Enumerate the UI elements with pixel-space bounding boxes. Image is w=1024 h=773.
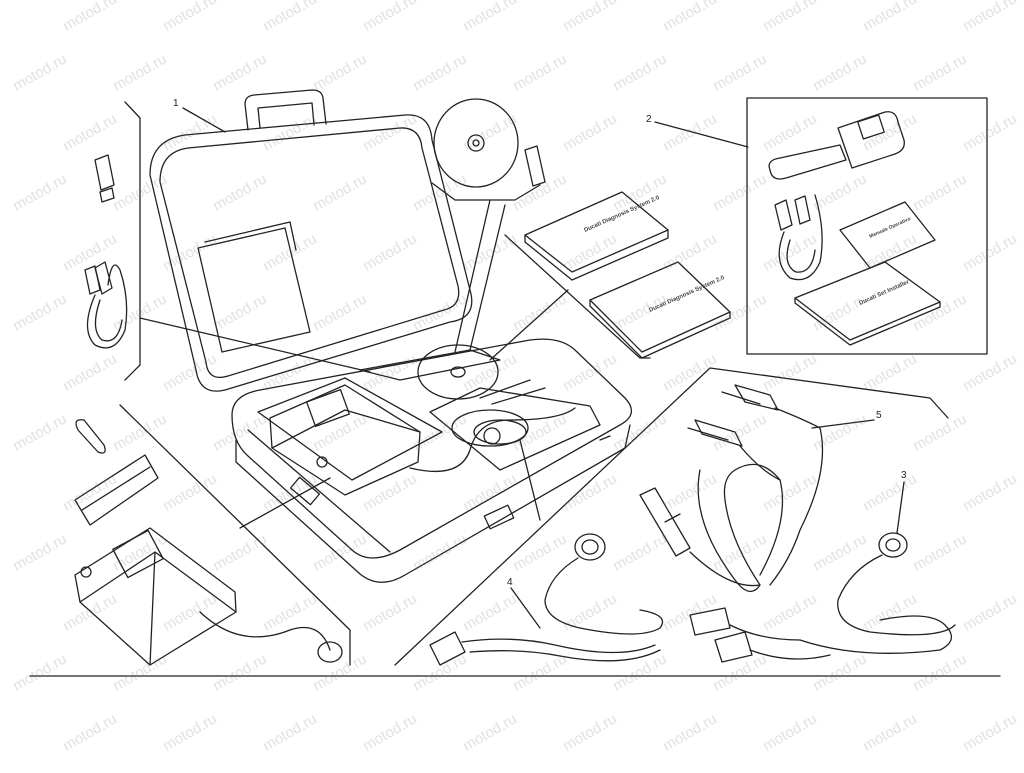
leader-callout-2 xyxy=(654,121,749,148)
leader-cd-2 xyxy=(469,204,506,351)
lower-right-group-bracket xyxy=(394,367,949,666)
callout-2: 2 xyxy=(646,114,652,125)
usb-stick xyxy=(94,154,115,203)
leader-usb-stick xyxy=(139,317,371,373)
diagnostic-unit-in-case xyxy=(269,384,421,496)
leader-callout-3 xyxy=(896,481,905,534)
kit-2-box xyxy=(746,97,988,355)
key-dongle xyxy=(768,111,905,180)
leader-unit xyxy=(239,477,331,529)
carabiner-clip xyxy=(75,419,106,454)
battery-clamp-cable xyxy=(639,384,824,592)
diagnostic-unit xyxy=(74,527,343,666)
leader-callout-5 xyxy=(811,419,875,429)
book-3-title: Manuale Operativo xyxy=(868,216,911,240)
booklet-large xyxy=(794,261,941,346)
callout-4: 4 xyxy=(507,577,513,588)
books-group-bracket xyxy=(504,234,651,359)
leader-cd-1 xyxy=(454,199,491,353)
callout-1: 1 xyxy=(173,98,179,109)
cd-in-case xyxy=(417,344,499,400)
carry-case xyxy=(149,89,632,583)
shoulder-strap xyxy=(74,454,159,526)
usb-cable-left xyxy=(84,261,128,349)
manual-book-2 xyxy=(589,261,731,359)
usb-stick-top xyxy=(524,145,546,187)
callout-5: 5 xyxy=(876,410,882,421)
cables-in-case xyxy=(409,379,576,472)
book-4-title: Ducati Set Installer xyxy=(858,279,910,307)
manual-book-1 xyxy=(524,191,669,281)
left-group-bracket xyxy=(124,101,141,381)
lower-left-group-bracket xyxy=(119,404,351,666)
usb-cable-box xyxy=(774,194,823,281)
obd-cable-4 xyxy=(429,533,664,666)
callout-3: 3 xyxy=(901,470,907,481)
booklet-small xyxy=(839,201,936,269)
book-2-title: Ducati Diagnosis System 2.0 xyxy=(648,275,726,314)
connector-cable-3 xyxy=(689,532,956,663)
leader-callout-1 xyxy=(182,107,226,133)
leader-books xyxy=(489,289,569,361)
leader-cables xyxy=(519,439,541,521)
cd-disc xyxy=(433,98,519,188)
cd-group-bracket xyxy=(431,182,541,201)
leader-callout-4 xyxy=(510,587,541,629)
